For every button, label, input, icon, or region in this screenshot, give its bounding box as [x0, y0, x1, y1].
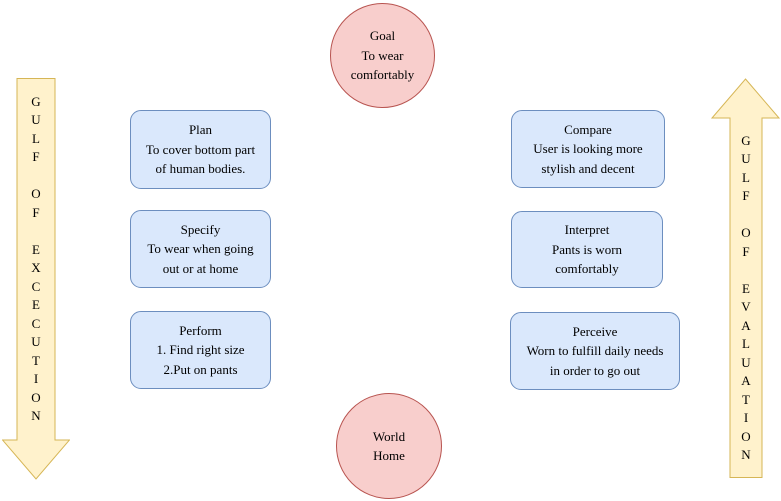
- goal-node-title: Goal: [369, 28, 396, 44]
- stage-box-perform-description: 1. Find right size 2.Put on pants: [156, 342, 245, 377]
- stage-box-compare: Compare User is looking more stylish and…: [511, 110, 665, 188]
- stage-box-perceive-description: Worn to fulfill daily needs in order to …: [526, 343, 664, 378]
- stage-box-compare-title: Compare: [564, 121, 612, 137]
- stage-box-plan: Plan To cover bottom part of human bodie…: [130, 110, 271, 189]
- stage-box-specify: Specify To wear when going out or at hom…: [130, 210, 271, 288]
- gulf-of-evaluation-up-arrow-icon: [711, 78, 780, 478]
- world-node-title: World: [372, 428, 406, 444]
- stage-box-interpret-title: Interpret: [564, 222, 610, 238]
- world-node-description: Home: [373, 448, 405, 463]
- gulf-of-execution-down-arrow-icon: [2, 78, 70, 480]
- stage-box-perform-title: Perform: [179, 322, 222, 338]
- stage-box-compare-description: User is looking more stylish and decent: [533, 141, 643, 176]
- stage-box-specify-title: Specify: [180, 221, 221, 237]
- world-node: World Home: [336, 393, 442, 499]
- stage-box-interpret-description: Pants is worn comfortably: [551, 241, 623, 277]
- stage-box-plan-description: To cover bottom part of human bodies.: [145, 141, 256, 177]
- goal-node: Goal To wear comfortably: [330, 3, 435, 108]
- stage-box-perceive: Perceive Worn to fulfill daily needs in …: [510, 312, 680, 390]
- goal-node-description: To wear comfortably: [350, 47, 415, 83]
- stage-box-specify-description: To wear when going out or at home: [147, 241, 254, 276]
- stage-box-perform: Perform 1. Find right size 2.Put on pant…: [130, 311, 271, 389]
- stage-box-plan-title: Plan: [188, 122, 213, 138]
- gulf-of-evaluation-label: G U L F O F E V A L U A T I O N: [741, 132, 751, 463]
- stage-box-perceive-title: Perceive: [572, 323, 618, 339]
- stage-box-interpret: Interpret Pants is worn comfortably: [511, 211, 663, 288]
- gulf-of-execution-label: G U L F O F E X C E C U T I O N: [31, 93, 41, 424]
